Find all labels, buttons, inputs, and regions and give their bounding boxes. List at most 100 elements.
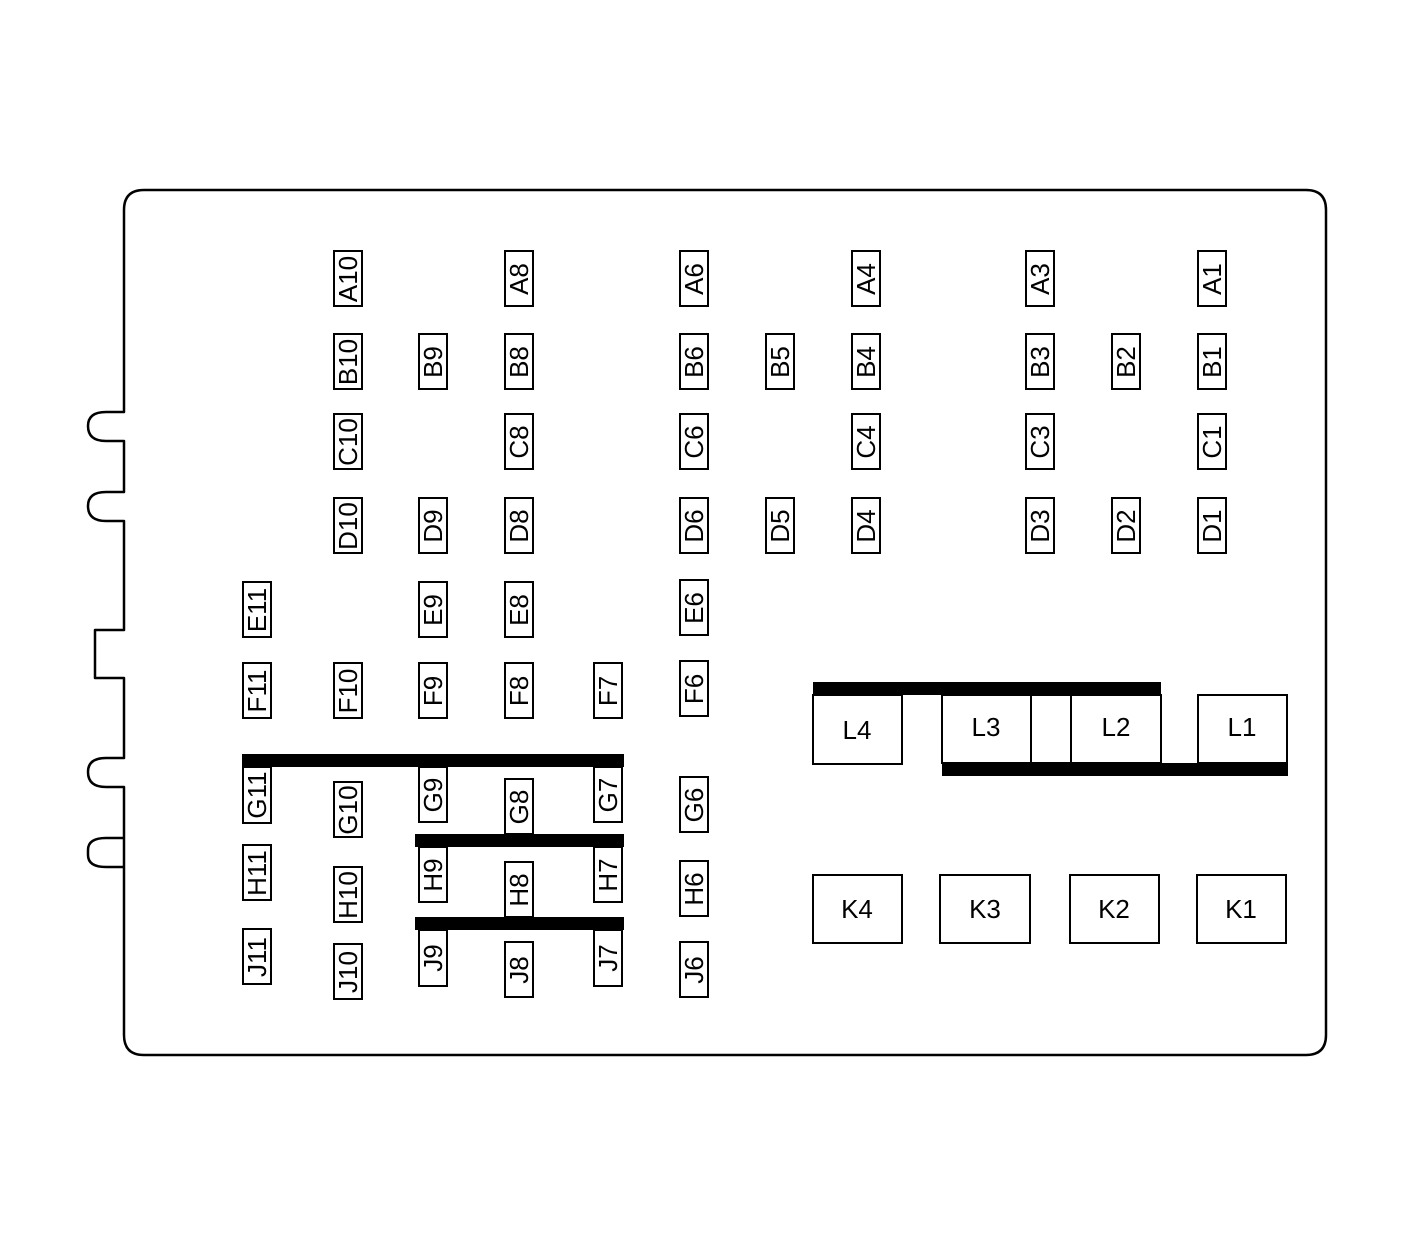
fuse-label-H10: H10 (333, 871, 363, 919)
fuse-label-J7: J7 (593, 944, 623, 971)
fuse-cavity-E6: E6 (679, 579, 709, 636)
relay-label-L1: L1 (1228, 712, 1257, 742)
fuse-label-B4: B4 (851, 346, 881, 378)
fuse-cavity-C10: C10 (333, 413, 363, 470)
fuse-label-C10: C10 (333, 418, 363, 466)
fuse-cavity-B5: B5 (765, 333, 795, 390)
fuse-label-B6: B6 (679, 346, 709, 378)
fuse-label-E9: E9 (418, 594, 448, 626)
fuse-label-G9: G9 (418, 778, 448, 813)
fuse-label-B10: B10 (333, 339, 363, 385)
fuse-label-H8: H8 (504, 873, 534, 906)
fuse-cavity-D2: D2 (1111, 497, 1141, 554)
fuse-cavity-G7: G7 (593, 766, 623, 823)
relay-K3: K3 (939, 874, 1031, 944)
fuse-cavity-E8: E8 (504, 581, 534, 638)
fuse-cavity-E11: E11 (242, 581, 272, 638)
fuse-label-F9: F9 (418, 676, 448, 706)
fuse-cavity-J9: J9 (418, 929, 448, 987)
relay-L2: L2 (1102, 712, 1131, 742)
fuse-label-C8: C8 (504, 425, 534, 458)
fuse-cavity-D8: D8 (504, 497, 534, 554)
fuse-label-J11: J11 (242, 937, 272, 977)
fuse-label-G6: G6 (679, 788, 709, 823)
fuse-label-F11: F11 (242, 670, 272, 713)
relay-label-K1: K1 (1225, 894, 1257, 924)
fuse-cavity-B6: B6 (679, 333, 709, 390)
fuse-cavity-G8: G8 (504, 778, 534, 835)
fuse-cavity-F9: F9 (418, 662, 448, 719)
fuse-cavity-F7: F7 (593, 662, 623, 719)
fuse-cavity-C3: C3 (1025, 413, 1055, 470)
bus-bar-relay-top (813, 682, 1161, 695)
fuse-cavity-D3: D3 (1025, 497, 1055, 554)
fuse-cavity-H11: H11 (242, 844, 272, 901)
fuse-cavity-C4: C4 (851, 413, 881, 470)
relay-label-L3: L3 (972, 712, 1001, 742)
fuse-label-D2: D2 (1111, 509, 1141, 542)
relay-L1: L1 (1197, 694, 1288, 764)
fuse-cavity-D5: D5 (765, 497, 795, 554)
fuse-cavity-D4: D4 (851, 497, 881, 554)
fuse-label-D9: D9 (418, 509, 448, 542)
fuse-cavity-B9: B9 (418, 333, 448, 390)
bus-bars (242, 682, 1288, 930)
fuse-cavity-G10: G10 (333, 781, 363, 838)
relay-L3-L2-pair (941, 694, 1162, 764)
fuse-label-H11: H11 (242, 850, 272, 896)
fuse-label-J8: J8 (504, 956, 534, 983)
fuse-cavity-D9: D9 (418, 497, 448, 554)
fuse-label-A8: A8 (504, 263, 534, 295)
fuse-label-D10: D10 (333, 502, 363, 550)
fuse-cavity-H8: H8 (504, 861, 534, 918)
bus-bar-h-row (415, 834, 624, 847)
fuse-block-housing (86, 188, 1328, 1057)
fuse-cavity-D6: D6 (679, 497, 709, 554)
bus-bar-j-row (415, 917, 624, 930)
fuse-label-B5: B5 (765, 346, 795, 378)
fuse-label-A3: A3 (1025, 263, 1055, 295)
fuse-label-G8: G8 (504, 790, 534, 825)
fuse-cavity-A6: A6 (679, 250, 709, 307)
fuse-label-J6: J6 (679, 956, 709, 983)
relay-label-L2: L2 (1102, 712, 1131, 742)
fuse-cavity-A10: A10 (333, 250, 363, 307)
fuse-label-J10: J10 (333, 951, 363, 993)
fuse-cavity-B4: B4 (851, 333, 881, 390)
fuse-cavity-F10: F10 (333, 662, 363, 719)
fuse-label-G10: G10 (333, 785, 363, 834)
fuse-label-A10: A10 (333, 256, 363, 302)
fuse-cavity-F11: F11 (242, 662, 272, 719)
fuse-cavity-D1: D1 (1197, 497, 1227, 554)
fuse-label-A6: A6 (679, 263, 709, 295)
fuse-cavity-G11: G11 (242, 766, 272, 824)
relay-label-K2: K2 (1098, 894, 1130, 924)
relay-L3: L3 (972, 712, 1001, 742)
fuse-cavity-J6: J6 (679, 941, 709, 998)
fuse-cavity-H7: H7 (593, 846, 623, 903)
fuse-cavity-B3: B3 (1025, 333, 1055, 390)
fuse-cavity-D10: D10 (333, 497, 363, 554)
fuse-label-J9: J9 (418, 944, 448, 971)
fuse-cavity-E9: E9 (418, 581, 448, 638)
fuse-label-D3: D3 (1025, 509, 1055, 542)
fuse-cavity-A3: A3 (1025, 250, 1055, 307)
fuse-cavity-A8: A8 (504, 250, 534, 307)
fuse-cavity-J7: J7 (593, 929, 623, 987)
fuse-label-H6: H6 (679, 872, 709, 905)
fuse-label-C1: C1 (1197, 425, 1227, 458)
fuse-label-B9: B9 (418, 346, 448, 378)
fuse-cavity-A4: A4 (851, 250, 881, 307)
fuse-label-B8: B8 (504, 346, 534, 378)
fuse-cavity-B2: B2 (1111, 333, 1141, 390)
fuse-cavity-J10: J10 (333, 943, 363, 1000)
fuse-label-B2: B2 (1111, 346, 1141, 378)
fuse-label-F6: F6 (679, 674, 709, 704)
relay-K1: K1 (1196, 874, 1287, 944)
fuse-cavity-F6: F6 (679, 660, 709, 717)
fuse-label-A1: A1 (1197, 263, 1227, 295)
fuse-label-B3: B3 (1025, 346, 1055, 378)
fuse-cavity-H6: H6 (679, 860, 709, 917)
